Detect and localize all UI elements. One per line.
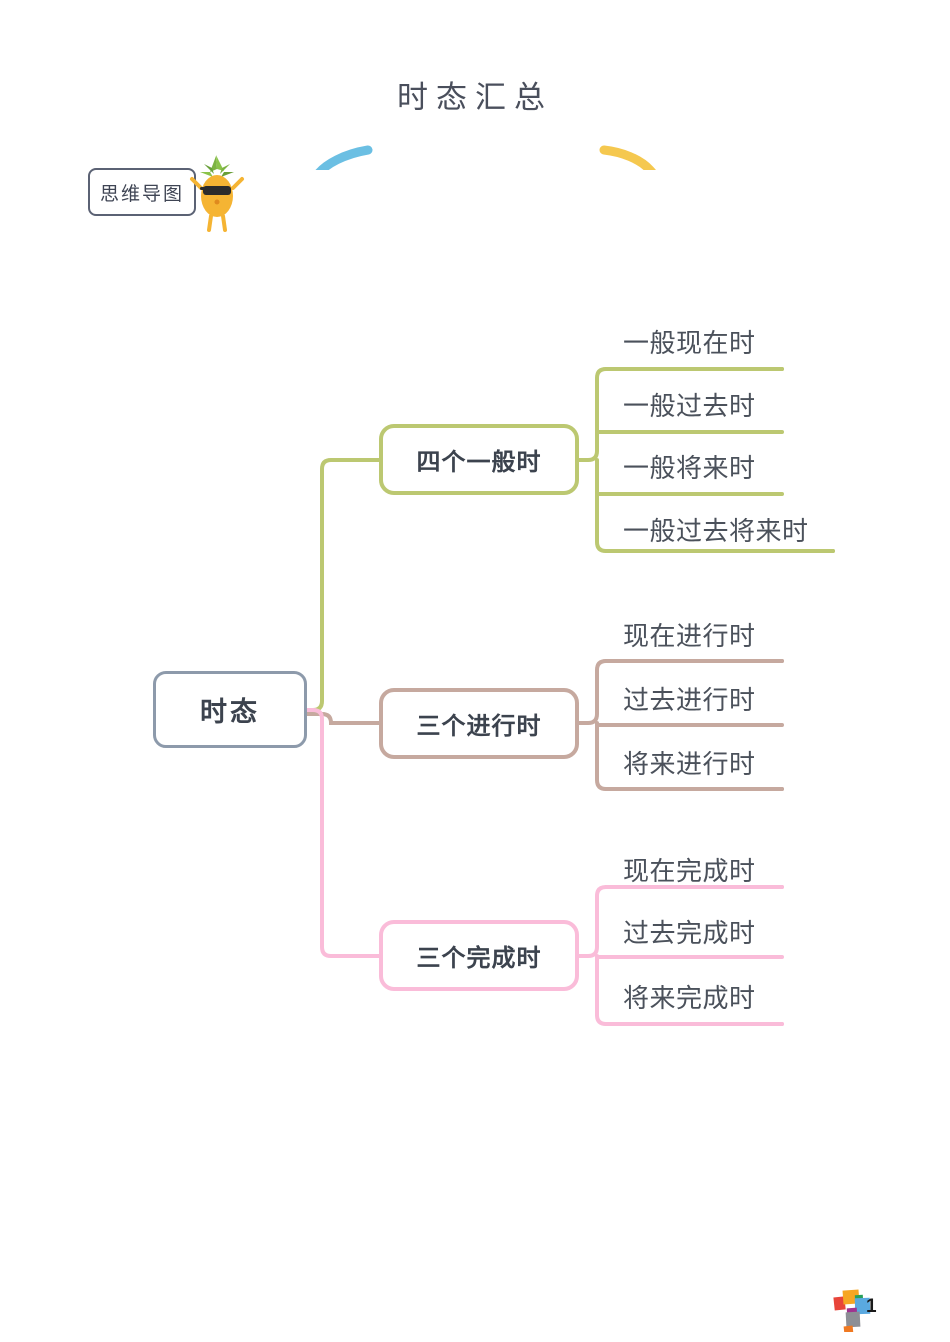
footer-logo-icon	[816, 1288, 936, 1336]
mindmap-branch-node-label: 四个一般时	[416, 448, 542, 476]
brand-badge: 思维导图	[88, 168, 196, 216]
mindmap-root-node[interactable]: 时态	[153, 671, 307, 748]
page-number: 1	[866, 1296, 877, 1317]
pineapple-sunglasses-mascot-icon	[186, 152, 248, 234]
mindmap-leaf-node[interactable]: 一般现在时	[623, 329, 756, 359]
mindmap-leaf-node[interactable]: 一般过去时	[623, 392, 756, 422]
page-title: 时态汇总	[397, 80, 553, 116]
mindmap-branch-node-progressive-tenses[interactable]: 三个进行时	[379, 688, 579, 759]
brand-badge-label: 思维导图	[99, 182, 184, 205]
connector-root-to-branch-0	[305, 458, 381, 712]
mindmap-branch-node-label: 三个完成时	[416, 944, 542, 972]
mindmap-leaf-node[interactable]: 现在进行时	[623, 622, 756, 652]
mindmap-branch-node-label: 三个进行时	[416, 712, 542, 740]
mindmap-root-node-label: 时态	[200, 697, 260, 728]
mindmap-branch-node-perfect-tenses[interactable]: 三个完成时	[379, 920, 579, 991]
mindmap-leaf-node[interactable]: 一般过去将来时	[623, 517, 809, 547]
mindmap-leaf-node[interactable]: 将来完成时	[623, 984, 756, 1014]
mindmap-leaf-node[interactable]: 过去完成时	[623, 919, 756, 949]
mindmap-leaf-node[interactable]: 一般将来时	[623, 454, 756, 484]
mindmap-branch-node-simple-tenses[interactable]: 四个一般时	[379, 424, 579, 495]
mindmap-leaf-node[interactable]: 将来进行时	[623, 750, 756, 780]
mindmap-leaf-node[interactable]: 过去进行时	[623, 686, 756, 716]
connector-root-to-branch-1	[305, 712, 381, 725]
connector-root-to-branch-2	[305, 708, 381, 958]
mindmap-leaf-node[interactable]: 现在完成时	[623, 857, 756, 887]
